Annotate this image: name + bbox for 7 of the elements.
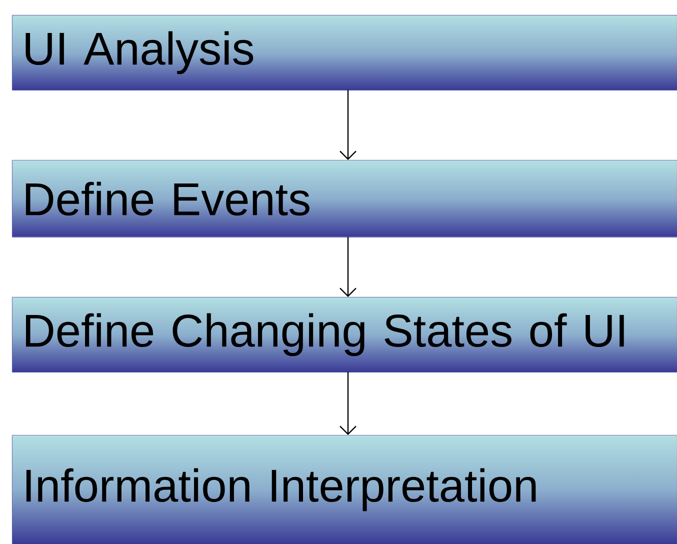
arrow: [340, 236, 356, 297]
process-box: UI Analysis: [12, 15, 677, 90]
process-box: Define Changing States of UI: [12, 297, 677, 372]
arrow: [340, 372, 356, 435]
process-box: Information Interpretation: [12, 435, 677, 544]
process-box: Define Events: [12, 160, 677, 238]
arrow: [340, 90, 356, 160]
